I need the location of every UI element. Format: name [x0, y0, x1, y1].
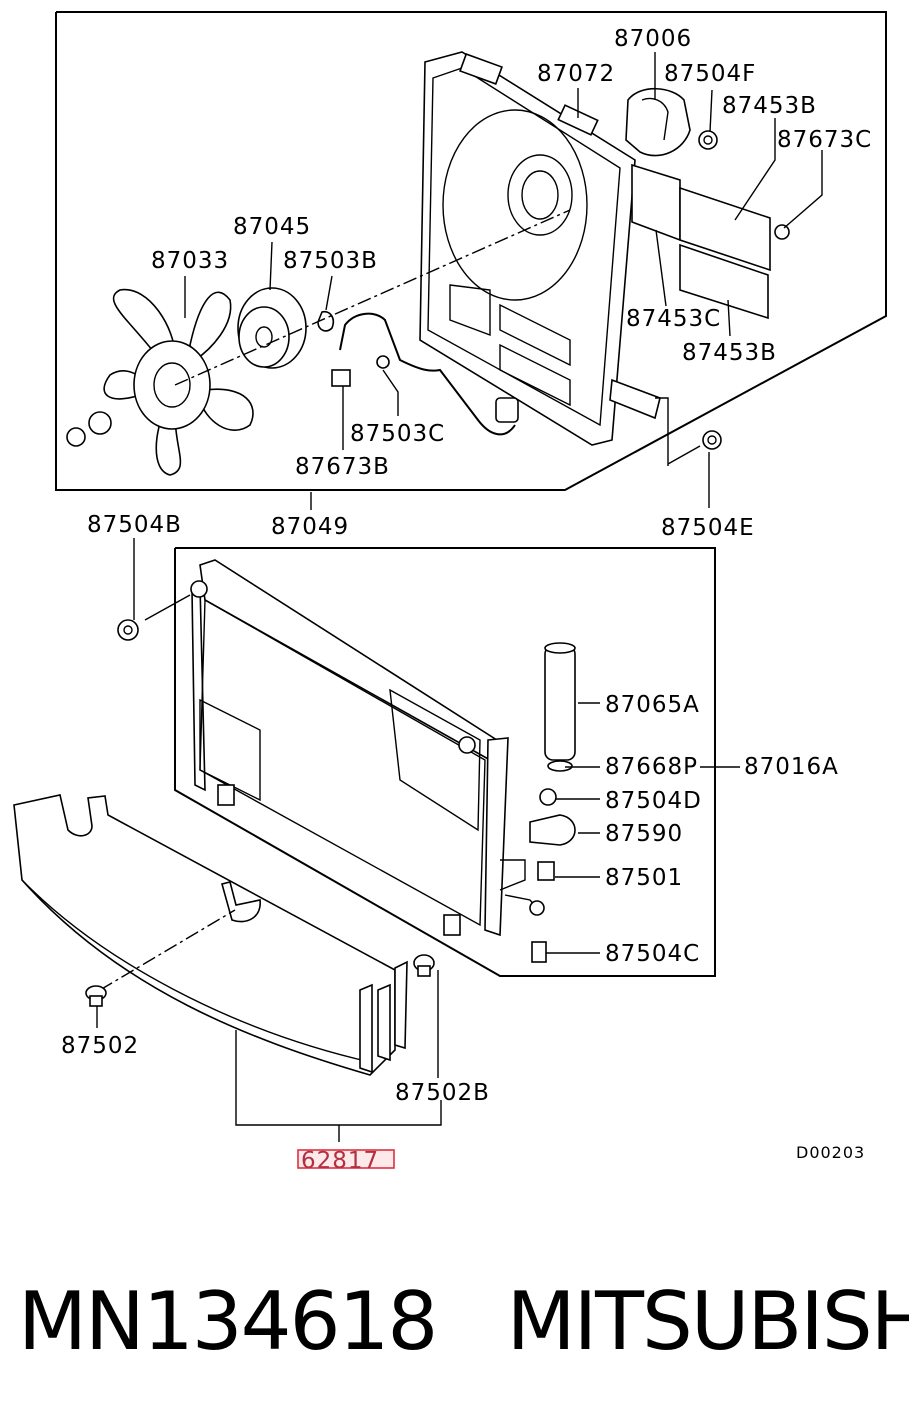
label-62817: 62817 — [301, 1148, 379, 1174]
label-87504E: 87504E — [661, 515, 755, 541]
highlight-box-62817 — [297, 1149, 395, 1169]
clip-87673C — [774, 224, 790, 240]
label-87453C: 87453C — [626, 306, 721, 332]
fan-motor — [237, 287, 335, 369]
label-87502: 87502 — [61, 1033, 139, 1059]
label-87504C: 87504C — [605, 941, 700, 967]
diagram-code: D00203 — [796, 1143, 865, 1162]
leader-lines-lower — [96, 538, 740, 1142]
receiver-drier — [529, 642, 576, 963]
label-87504F: 87504F — [664, 61, 756, 87]
label-87504B: 87504B — [87, 512, 182, 538]
label-87503C: 87503C — [350, 421, 445, 447]
parts-diagram: 87006 87072 87504F 87453B 87673C 87045 8… — [13, 11, 887, 1174]
caption: MN134618 MITSUBISHI — [18, 1262, 909, 1382]
label-87502B: 87502B — [395, 1080, 490, 1106]
label-87673B: 87673B — [295, 454, 390, 480]
label-87673C: 87673C — [777, 127, 872, 153]
clip-87502B — [413, 954, 435, 977]
clip-87502 — [85, 985, 107, 1007]
label-87453B-top: 87453B — [722, 93, 817, 119]
bolt-87504B — [117, 594, 191, 641]
bolt-87504F — [698, 130, 718, 150]
part-number: MN134618 — [18, 1275, 438, 1368]
label-87006: 87006 — [614, 26, 692, 52]
label-87501: 87501 — [605, 865, 683, 891]
label-87072: 87072 — [537, 61, 615, 87]
condenser-frame — [174, 547, 716, 977]
shroud-seal-plates — [631, 163, 771, 320]
leader-lines-upper — [184, 52, 823, 510]
brand-name: MITSUBISHI — [506, 1275, 909, 1368]
bolt-87504E — [667, 430, 722, 465]
label-87033: 87033 — [151, 248, 229, 274]
label-87049: 87049 — [271, 514, 349, 540]
condenser — [190, 559, 541, 937]
motor-cover — [625, 88, 691, 157]
label-87503B: 87503B — [283, 248, 378, 274]
label-87045: 87045 — [233, 214, 311, 240]
fan-shroud — [419, 51, 661, 446]
wiring-harness — [331, 312, 519, 436]
label-87453B-bottom: 87453B — [682, 340, 777, 366]
air-guide-skirt — [13, 794, 408, 1076]
label-87590: 87590 — [605, 821, 683, 847]
label-87504D: 87504D — [605, 788, 702, 814]
label-87016A: 87016A — [744, 754, 839, 780]
fan-blade — [66, 289, 254, 476]
label-87668P: 87668P — [605, 754, 698, 780]
label-87065A: 87065A — [605, 692, 700, 718]
fan-assembly-frame — [55, 11, 887, 491]
